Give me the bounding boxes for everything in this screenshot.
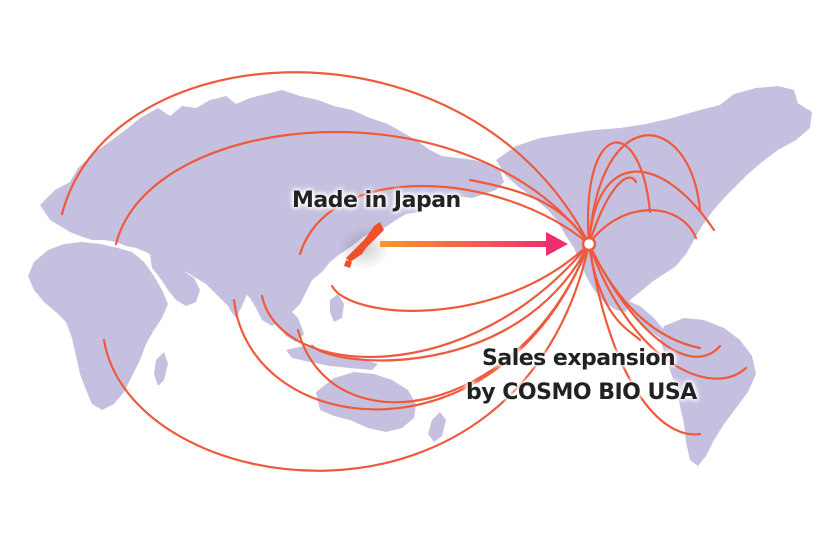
route-arc-alaska (468, 178, 591, 246)
destination-label-line1: Sales expansion (482, 346, 676, 371)
landmass-india (218, 262, 248, 318)
route-arc-southeast-asia (310, 242, 591, 362)
route-arc-south-america-s (587, 242, 702, 436)
landmass-north-america (496, 98, 812, 312)
route-arc-korea (298, 184, 591, 256)
hub-circle (581, 236, 597, 252)
route-arc-west-africa-far (60, 71, 591, 246)
japan-marker (338, 222, 390, 270)
landmass-new-zealand (428, 412, 446, 442)
japan-kyushu (344, 260, 352, 268)
land-masses (28, 86, 812, 466)
origin-label: Made in Japan (292, 188, 461, 213)
landmass-southeast-asia (272, 300, 304, 342)
landmass-greenland (716, 86, 798, 132)
route-arc-south-america-n (587, 242, 722, 358)
landmass-eurasia (40, 90, 504, 326)
landmass-madagascar (154, 352, 168, 386)
route-arc-canada-west (587, 141, 652, 246)
route-arc-china (330, 242, 591, 312)
route-arc-canada-north (587, 134, 702, 246)
route-arc-east-coast (587, 209, 698, 246)
route-arc-canada-east (587, 170, 716, 246)
landmass-indonesia (286, 346, 378, 370)
route-arc-india (260, 242, 591, 359)
route-arc-south-africa (102, 242, 591, 472)
arrow-head (546, 232, 568, 256)
route-arcs (60, 71, 748, 472)
landmass-philippines (330, 294, 344, 322)
export-arrow (380, 232, 568, 256)
route-arc-south-america-e (587, 242, 748, 380)
destination-label-line2: by COSMO BIO USA (466, 380, 697, 405)
route-arc-midwest (587, 176, 638, 246)
landmass-australia (316, 372, 416, 432)
landmass-south-asia (150, 255, 200, 306)
landmass-africa (28, 242, 168, 410)
japan-shape (346, 222, 384, 262)
route-arc-europe (114, 130, 591, 246)
route-arc-australia (296, 242, 591, 404)
